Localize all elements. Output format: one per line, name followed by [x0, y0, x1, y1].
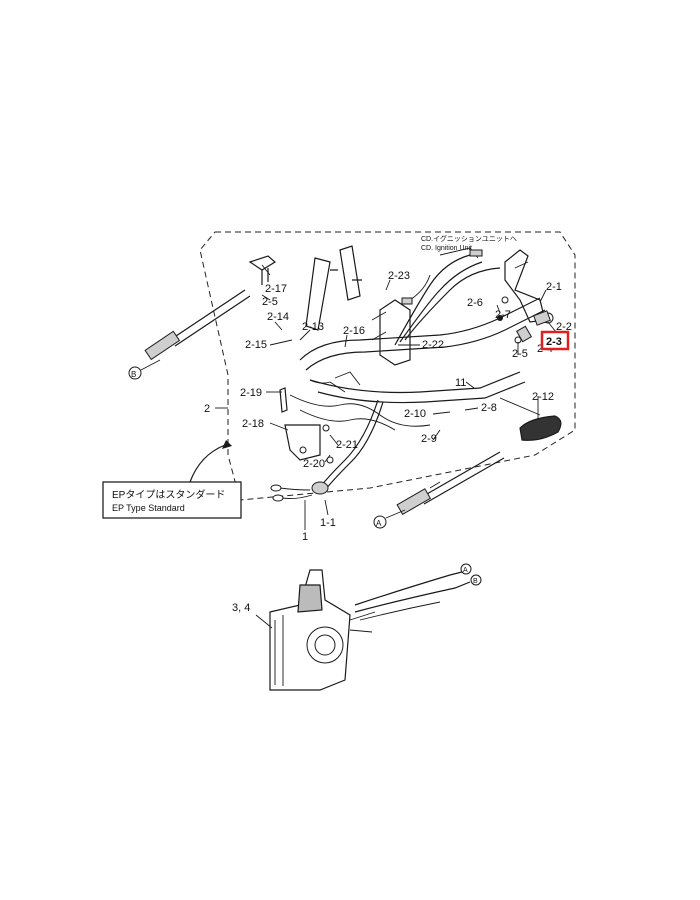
label-2-5b: 2-5 [512, 348, 528, 360]
label-1: 1 [302, 531, 308, 543]
ignition-callout-jp: CD.イグニッションユニットへ [421, 234, 517, 243]
left-cable-rod: B [128, 289, 251, 380]
leader-lines [215, 264, 557, 530]
note-jp: EPタイプはスタンダード [112, 488, 225, 501]
label-2-10: 2-10 [404, 408, 426, 420]
label-11: 11 [455, 377, 466, 389]
svg-text:A: A [376, 519, 382, 528]
label-2-16: 2-16 [343, 325, 365, 337]
label-3-4: 3, 4 [232, 602, 250, 614]
label-2-7: 2-7 [495, 309, 511, 321]
motor-housing-lines [289, 371, 431, 431]
main-frame [299, 297, 546, 404]
label-2-9: 2-9 [421, 433, 437, 445]
upper-bracket [248, 245, 362, 331]
marker-a-mid: A [373, 509, 406, 529]
label-2-3: 2-3 [546, 336, 562, 348]
label-2-15: 2-15 [245, 339, 267, 351]
label-2-5a: 2-5 [262, 296, 278, 308]
remote-control-box: A B [255, 563, 482, 691]
label-2-18: 2-18 [242, 418, 264, 430]
part-labels: 2-17 2-5 2-14 2-13 2-15 2-16 2-23 2-22 2… [204, 270, 572, 614]
part-2-12 [499, 397, 562, 441]
label-2-6: 2-6 [467, 297, 483, 309]
label-2-8: 2-8 [481, 402, 497, 414]
label-2-21: 2-21 [336, 439, 358, 451]
label-2-1: 2-1 [546, 281, 562, 293]
note-en: EP Type Standard [112, 503, 185, 513]
marker-a-lower: A [463, 567, 468, 574]
label-2-22: 2-22 [422, 339, 444, 351]
right-linkage [497, 249, 554, 344]
ignition-callout-en: CD. Ignition Unit [421, 245, 472, 252]
label-2-20: 2-20 [303, 458, 325, 470]
marker-b-left: B [131, 370, 136, 379]
highlight-2-3[interactable]: 2-3 [540, 330, 570, 351]
label-2-12: 2-12 [532, 391, 554, 403]
lower-bracket [279, 387, 334, 464]
assembly-boundary [199, 231, 576, 501]
label-2-14: 2-14 [267, 311, 289, 323]
main-cable [270, 399, 384, 502]
ep-type-note: EPタイプはスタンダード EP Type Standard [102, 440, 242, 519]
label-1-1: 1-1 [320, 517, 336, 529]
marker-b-lower: B [473, 578, 478, 585]
label-2-23: 2-23 [388, 270, 410, 282]
label-2-19: 2-19 [240, 387, 262, 399]
label-2-2: 2-2 [556, 321, 572, 333]
label-2-17: 2-17 [265, 283, 287, 295]
wiring-harness [394, 247, 501, 346]
label-2-13: 2-13 [302, 321, 324, 333]
label-2: 2 [204, 403, 210, 415]
right-cable-rod [396, 451, 505, 516]
